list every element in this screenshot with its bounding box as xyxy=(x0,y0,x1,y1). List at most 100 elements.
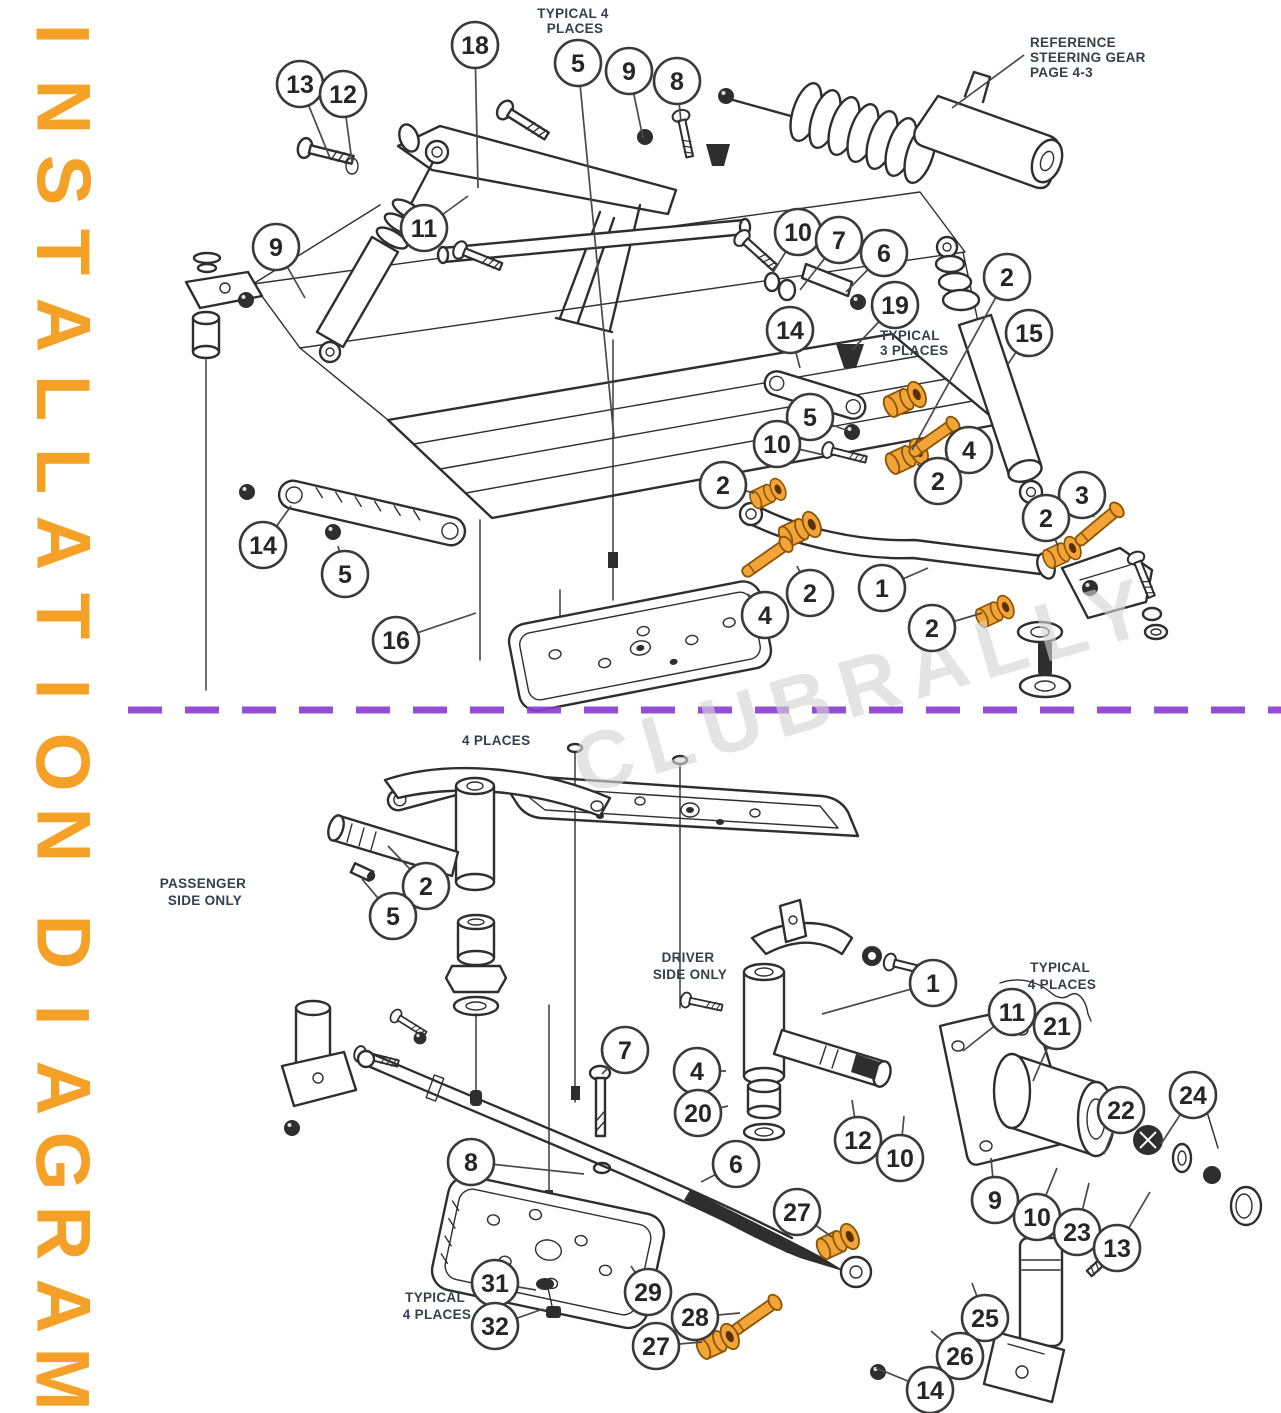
svg-text:5: 5 xyxy=(338,561,352,589)
svg-text:27: 27 xyxy=(783,1199,811,1227)
svg-text:10: 10 xyxy=(886,1145,914,1173)
svg-text:1: 1 xyxy=(875,575,889,603)
callout-14: 14 xyxy=(875,1365,955,1413)
svg-text:14: 14 xyxy=(249,532,277,560)
callout-1: 1 xyxy=(857,563,929,613)
svg-text:9: 9 xyxy=(269,234,283,262)
svg-text:5: 5 xyxy=(386,903,400,931)
svg-text:2: 2 xyxy=(419,873,433,901)
svg-text:31: 31 xyxy=(481,1270,509,1298)
svg-text:2: 2 xyxy=(931,468,945,496)
callout-11: 11 xyxy=(399,195,469,253)
svg-text:22: 22 xyxy=(1107,1097,1135,1125)
svg-text:21: 21 xyxy=(1043,1013,1071,1041)
callout-6: 6 xyxy=(845,228,909,293)
callout-5: 5 xyxy=(785,392,847,442)
callout-21: 21 xyxy=(1032,1001,1082,1082)
svg-text:2: 2 xyxy=(1039,505,1053,533)
callout-16: 16 xyxy=(371,612,477,665)
callout-7: 7 xyxy=(799,215,864,291)
svg-text:10: 10 xyxy=(763,431,791,459)
callout-19: 19 xyxy=(851,280,920,351)
label-typical3: TYPICAL 3 PLACES xyxy=(880,328,948,358)
svg-text:2: 2 xyxy=(803,580,817,608)
callout-2: 2 xyxy=(911,252,1032,451)
callout-23: 23 xyxy=(1052,1182,1102,1257)
upper-control-arm xyxy=(396,123,752,334)
svg-text:12: 12 xyxy=(329,81,357,109)
callout-10: 10 xyxy=(752,419,825,469)
callout-6: 6 xyxy=(700,1139,761,1189)
svg-text:20: 20 xyxy=(684,1100,712,1128)
svg-text:8: 8 xyxy=(464,1149,478,1177)
callout-5: 5 xyxy=(320,545,370,599)
svg-text:28: 28 xyxy=(681,1304,709,1332)
callout-27: 27 xyxy=(772,1187,833,1238)
callout-13: 13 xyxy=(1092,1191,1151,1273)
svg-text:19: 19 xyxy=(881,292,909,320)
svg-text:18: 18 xyxy=(461,32,489,60)
callout-2: 2 xyxy=(913,456,963,506)
callout-5: 5 xyxy=(361,878,418,941)
label-reference-steering: REFERENCE STEERING GEAR PAGE 4-3 xyxy=(1030,35,1150,80)
svg-text:9: 9 xyxy=(622,58,636,86)
callout-15: 15 xyxy=(1004,308,1054,365)
steering-gear xyxy=(718,70,1064,190)
svg-text:5: 5 xyxy=(571,50,585,78)
callout-27: 27 xyxy=(631,1321,703,1371)
callout-12: 12 xyxy=(833,1099,883,1165)
svg-text:16: 16 xyxy=(382,627,410,655)
svg-text:14: 14 xyxy=(916,1377,944,1405)
svg-text:10: 10 xyxy=(784,219,812,247)
callout-8: 8 xyxy=(652,56,702,123)
svg-text:4: 4 xyxy=(690,1058,704,1086)
svg-text:24: 24 xyxy=(1179,1082,1207,1110)
label-typical4-top: TYPICAL 4 PLACES xyxy=(537,6,613,36)
label-driver-side: DRIVER SIDE ONLY xyxy=(653,950,727,982)
callout-2: 2 xyxy=(387,845,451,911)
callout-10: 10 xyxy=(771,207,823,275)
svg-text:7: 7 xyxy=(618,1037,632,1065)
callout-2: 2 xyxy=(907,603,983,653)
svg-text:2: 2 xyxy=(925,615,939,643)
svg-text:4: 4 xyxy=(758,602,772,630)
svg-text:1: 1 xyxy=(926,970,940,998)
svg-text:27: 27 xyxy=(642,1333,670,1361)
svg-text:2: 2 xyxy=(716,472,730,500)
svg-text:2: 2 xyxy=(1000,264,1014,292)
svg-text:5: 5 xyxy=(803,404,817,432)
small-hardware-top xyxy=(239,96,869,540)
callout-4: 4 xyxy=(672,1046,726,1096)
svg-text:15: 15 xyxy=(1015,320,1043,348)
svg-text:29: 29 xyxy=(634,1279,662,1307)
link-bar-left xyxy=(277,479,467,547)
svg-text:13: 13 xyxy=(286,71,314,99)
callout-11: 11 xyxy=(962,987,1037,1052)
callout-32: 32 xyxy=(470,1301,544,1351)
svg-text:10: 10 xyxy=(1023,1204,1051,1232)
svg-text:9: 9 xyxy=(988,1187,1002,1215)
svg-text:32: 32 xyxy=(481,1313,509,1341)
driver-kingpin xyxy=(678,898,934,1142)
svg-text:7: 7 xyxy=(832,227,846,255)
passenger-kingpin xyxy=(280,766,612,1136)
callout-2: 2 xyxy=(1021,493,1071,547)
svg-text:26: 26 xyxy=(946,1343,974,1371)
callout-10: 10 xyxy=(1012,1167,1062,1242)
label-passenger-side: PASSENGER SIDE ONLY xyxy=(160,876,251,908)
callout-22: 22 xyxy=(1096,1085,1146,1155)
svg-text:6: 6 xyxy=(877,240,891,268)
diagram-labels: TYPICAL 4 PLACES REFERENCE STEERING GEAR… xyxy=(160,6,1150,1322)
svg-text:25: 25 xyxy=(971,1305,999,1333)
label-typical4-right: TYPICAL 4 PLACES xyxy=(1028,960,1096,992)
callout-26: 26 xyxy=(930,1330,985,1381)
callout-5: 5 xyxy=(553,38,615,439)
left-bracket-stack xyxy=(184,251,264,691)
callout-1: 1 xyxy=(821,958,958,1015)
svg-text:14: 14 xyxy=(776,317,804,345)
svg-text:11: 11 xyxy=(999,999,1026,1027)
shock-absorber-right xyxy=(934,235,1044,505)
right-lower-bracket xyxy=(1016,546,1169,699)
callout-12: 12 xyxy=(318,69,368,163)
